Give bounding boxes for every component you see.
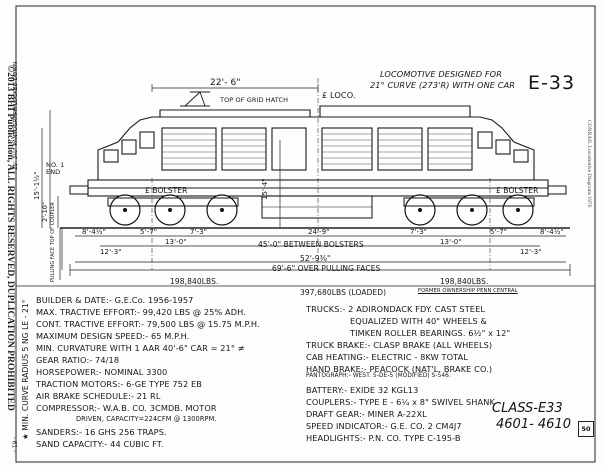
top-grid-hatch-label: TOP OF GRID HATCH xyxy=(220,96,289,104)
spec-headlights: HEADLIGHTS:- P.N. CO. TYPE C-195-B xyxy=(306,433,461,443)
no1-end-label: NO. 1 END xyxy=(46,161,65,176)
height-pantograph-label: 15'-3½" PANTOGRAPH LOCKED DOWN xyxy=(13,61,19,170)
bolster-right-label: £ BOLSTER xyxy=(496,186,539,195)
spec-air-brake: AIR BRAKE SCHEDULE:- 21 RL xyxy=(36,391,161,401)
spec-truck-brake: TRUCK BRAKE:- CLASP BRAKE (ALL WHEELS) xyxy=(306,340,493,350)
dim-right-c: 8'-4½" xyxy=(540,228,564,236)
dim-right-a: 7'-3" xyxy=(410,228,428,236)
dim-right-d: 13'-0" xyxy=(440,238,462,246)
spec-speed-indicator: SPEED INDICATOR:- G.E. CO. 2 CM4J7 xyxy=(306,421,462,431)
dim-left-c: 7'-3" xyxy=(190,228,208,236)
page-box-number: 50 xyxy=(578,421,594,437)
dim-left-a: 8'-4½" xyxy=(82,228,106,236)
vertical-curve-note: ★ MIN. CURVE RADIUS 5 NG LE - 21° xyxy=(21,299,30,440)
spec-trucks: TRUCKS:- 2 ADIRONDACK FDY. CAST STEEL xyxy=(306,304,486,314)
dim-center-a: 24'-9" xyxy=(308,228,330,236)
diagram-id: E-33 xyxy=(528,72,576,94)
dim-left-b: 5'-7" xyxy=(140,228,158,236)
spec-cab-heating: CAB HEATING:- ELECTRIC - 8KW TOTAL xyxy=(306,352,468,362)
locomotive-note-line2: 21° CURVE (273'R) WITH ONE CAR xyxy=(370,80,516,90)
former-owner-note: FORMER OWNERSHIP PENN CENTRAL xyxy=(418,288,518,294)
spec-couplers: COUPLERS:- TYPE E - 6¼ x 8" SWIVEL SHANK xyxy=(306,397,495,407)
loco-centerline-mark: £ LOCO. xyxy=(322,90,356,100)
class-label: CLASS-E33 xyxy=(492,401,563,416)
spec-cont-tractive-effort: CONT. TRACTIVE EFFORT:- 79,500 LBS @ 15.… xyxy=(36,319,260,329)
bolster-left-label: £ BOLSTER xyxy=(145,186,188,195)
spec-pantograph: PANTOGRAPH:- WEST. 5-DE-5 (MODIFIED) S-5… xyxy=(306,373,451,379)
spec-compressor: COMPRESSOR:- W.A.B. CO. 3CMDB. MOTOR xyxy=(36,403,217,413)
spec-battery: BATTERY:- EXIDE 32 KGL13 xyxy=(306,385,419,395)
spec-gear-ratio: GEAR RATIO:- 74/18 xyxy=(36,355,120,365)
spec-horsepower: HORSEPOWER:- NOMINAL 3300 xyxy=(36,367,168,377)
dim-left-e: 12'-3" xyxy=(100,248,122,256)
spec-builder-date: BUILDER & DATE:- G.E.Co. 1956-1957 xyxy=(36,295,194,305)
spec-draft-gear: DRAFT GEAR:- MINER A-22XL xyxy=(306,409,427,419)
number-range: 4601- 4610 xyxy=(496,417,571,432)
over-pulling-faces-dim: 69'-6" OVER PULLING FACES xyxy=(272,264,381,273)
spec-traction-motors: TRACTION MOTORS:- 6-GE TYPE 752 EB xyxy=(36,379,202,389)
center-short-dim: 52'-9⅜" xyxy=(300,254,331,263)
top-length-dim: 22'- 6" xyxy=(210,78,241,88)
spec-trucks-line3: TIMKEN ROLLER BEARINGS. 6½" x 12" xyxy=(350,328,511,338)
spec-max-tractive-effort: MAX. TRACTIVE EFFORT:- 99,420 LBS @ 25% … xyxy=(36,307,246,317)
spec-min-curvature: MIN. CURVATURE WITH 1 AAR 40'-6" CAR = 2… xyxy=(36,343,245,353)
dim-right-b: 5'-7" xyxy=(490,228,508,236)
weight-right: 198,840LBS. xyxy=(440,277,489,286)
weight-total: 397,680LBS (LOADED) xyxy=(300,288,387,297)
height-body-dim: 15'-4" xyxy=(261,178,269,200)
spec-compressor-detail: DRIVEN, CAPACITY=224CFM @ 1300RPM. xyxy=(76,415,217,423)
weight-left: 198,840LBS. xyxy=(170,277,219,286)
spec-sanders: SANDERS:- 16 GHS 256 TRAPS. xyxy=(36,427,167,437)
spec-hand-brake: HAND BRAKE:- PEACOCK (NAT'L. BRAKE CO.) xyxy=(306,364,493,374)
dim-right-e: 12'-3" xyxy=(520,248,542,256)
spec-sand-capacity: SAND CAPACITY:- 44 CUBIC FT. xyxy=(36,439,164,449)
height-left-dim: 2'-10" xyxy=(41,201,49,222)
locomotive-note-line1: LOCOMOTIVE DESIGNED FOR xyxy=(380,69,502,79)
spec-trucks-line2: EQUALIZED WITH 40" WHEELS & xyxy=(350,316,487,326)
dim-left-d: 13'-0" xyxy=(165,238,187,246)
between-bolsters-dim: 45'-0" BETWEEN BOLSTERS xyxy=(258,240,364,249)
pulling-face-label: PULLING FACE TOP OF COUPLER xyxy=(51,202,56,282)
spec-max-design-speed: MAXIMUM DESIGN SPEED:- 65 M.P.H. xyxy=(36,331,190,341)
height-total-dim: 15'-1½" xyxy=(33,171,41,200)
